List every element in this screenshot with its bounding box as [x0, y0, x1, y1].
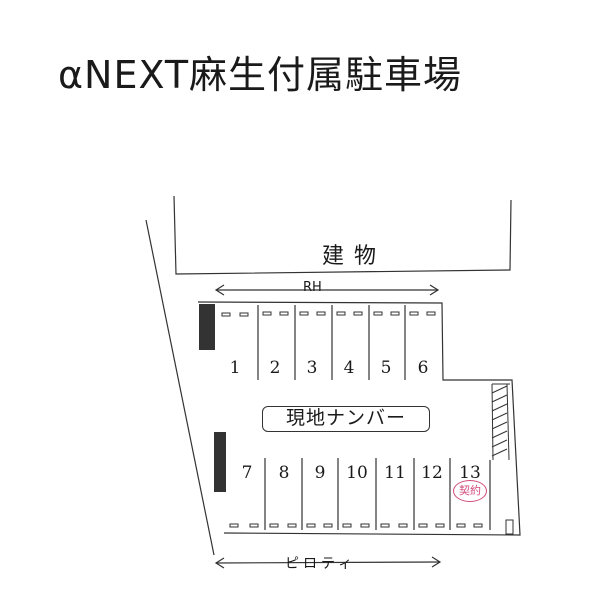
space-number: 9 [314, 463, 326, 483]
space-number: 4 [343, 358, 355, 378]
space-number: 11 [384, 463, 406, 483]
pillar-bottom [214, 432, 226, 492]
rh-label: RH [303, 280, 322, 295]
space-number: 2 [269, 358, 281, 378]
lot-boundary [197, 301, 521, 536]
space-number: 3 [306, 358, 318, 378]
contract-stamp: 契約 [453, 480, 487, 502]
left-boundary-line [145, 219, 215, 556]
piloti-label: ピロティ [285, 556, 357, 572]
space-number: 5 [380, 358, 392, 378]
bicycle-rack [491, 383, 510, 461]
pillar-top [199, 304, 215, 350]
space-number: 1 [229, 358, 241, 378]
center-banner: 現地ナンバー [262, 406, 430, 432]
building-label: 建物 [322, 244, 387, 269]
space-number: 6 [417, 358, 429, 378]
space-number: 12 [421, 463, 443, 483]
space-number: 7 [241, 463, 253, 483]
piloti-dimension-line [215, 561, 441, 564]
building-outline [173, 195, 512, 275]
space-number: 13 [459, 463, 481, 483]
space-number: 10 [346, 463, 368, 483]
page-title: αNEXT麻生付属駐車場 [58, 53, 463, 97]
space-number: 8 [278, 463, 290, 483]
